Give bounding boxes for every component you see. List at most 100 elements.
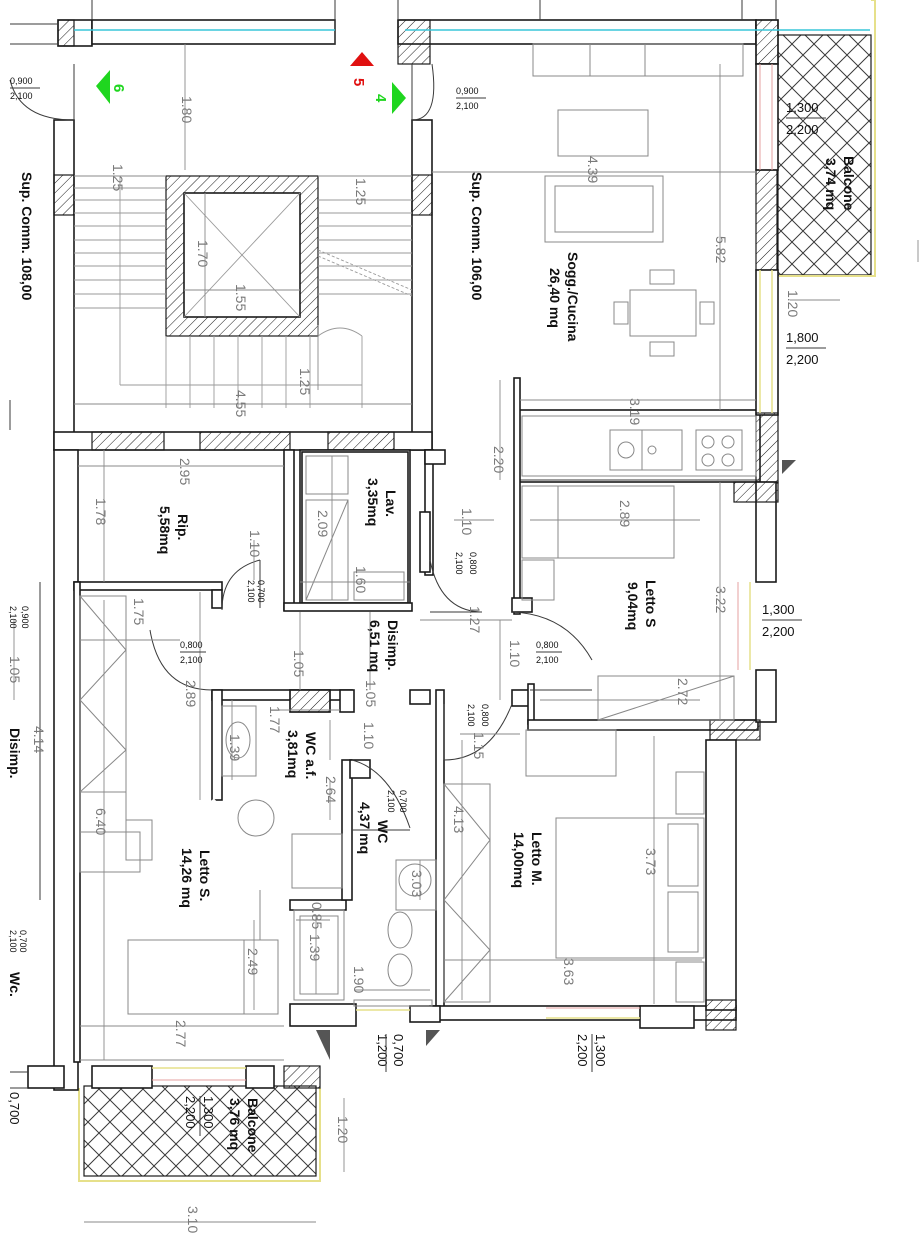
win-label: 0,700 [391, 1034, 406, 1067]
dim-label: 3.22 [713, 586, 729, 613]
balcone-top-name: Balcone [841, 156, 857, 211]
door-label: 0,800 [468, 552, 478, 575]
dim-label: 1.78 [93, 498, 109, 525]
letto-s-right-area: 9,04mq [625, 582, 641, 630]
letto-s-right-furniture [521, 485, 735, 721]
dim-label: 1.55 [233, 284, 249, 311]
win-label: 0,900 [10, 76, 33, 86]
dim-label: 2.49 [245, 948, 261, 975]
door-label: 0,700 [18, 930, 28, 953]
win-label: 0,900 [20, 606, 30, 629]
dim-label: 6.40 [93, 808, 109, 835]
door-label: 2,100 [180, 655, 203, 665]
dim-label: 3.19 [627, 398, 643, 425]
dim-label: 1.25 [297, 368, 313, 395]
door-labels: 0,700 2,100 0,800 2,100 0,800 2,100 0,80… [8, 552, 562, 953]
win-label: 2,200 [786, 122, 819, 137]
balcone-bottom-name: Balcone [245, 1098, 261, 1153]
dim-label: 1.15 [471, 732, 487, 759]
dim-label: 4.39 [585, 156, 601, 183]
window-labels: 0,900 2,100 0,900 2,100 1,300 2,200 1,80… [10, 76, 826, 639]
win-label: 2,200 [183, 1096, 198, 1129]
letto-s-left-furniture [79, 595, 284, 1061]
dim-label: 5.82 [713, 236, 729, 263]
dim-label: 1.10 [459, 508, 475, 535]
door-label: 2,100 [466, 704, 476, 727]
wc-af-furniture [221, 705, 345, 1001]
door-label: 0,800 [180, 640, 203, 650]
dim-label: 2.77 [173, 1020, 189, 1047]
walls-top [10, 0, 779, 65]
dim-label: 3.03 [409, 870, 425, 897]
door-label: 0,800 [536, 640, 559, 650]
balcone-bottom-area: 3,76 mq [227, 1098, 243, 1150]
dim-label: 2.72 [675, 678, 691, 705]
windows [152, 64, 773, 1081]
lav-name: Lav. [383, 490, 399, 517]
win-label: 1,800 [786, 330, 819, 345]
sup-comm-right-label: Sup. Comm. 106,00 [469, 172, 485, 301]
door-swings [149, 559, 593, 831]
dim-label: 1.80 [179, 96, 195, 123]
dim-label: 1.39 [227, 734, 243, 761]
dim-label: 1.20 [335, 1116, 351, 1143]
dim-label: 1.20 [785, 290, 801, 317]
dimension-lines [13, 44, 919, 1223]
dim-label: 1.90 [351, 966, 367, 993]
room-labels: Sup. Comm. 108,00 Sup. Comm. 106,00 Sogg… [7, 156, 857, 1153]
win-label: 1,200 [375, 1034, 390, 1067]
win-label: 2,200 [575, 1034, 590, 1067]
dim-label: 1.05 [291, 650, 307, 677]
letto-m-furniture [443, 729, 705, 1003]
win-label: 1,300 [201, 1096, 216, 1129]
dim-label: 1.39 [307, 934, 323, 961]
dim-label: 1.70 [195, 240, 211, 267]
window-labels-bottom: 1,200 0,700 1,300 2,200 1,300 2,200 0,70… [7, 606, 608, 1136]
win-label: 2,200 [762, 624, 795, 639]
dim-label: 2.95 [177, 458, 193, 485]
soggiorno-name: Sogg./Cucina [565, 252, 581, 342]
dim-label: 3.73 [643, 848, 659, 875]
kitchen-counter [521, 415, 757, 477]
door-label: 0,700 [256, 580, 266, 603]
door-label: 2,100 [386, 790, 396, 813]
dim-label: 1.25 [110, 164, 126, 191]
marker-5: 5 [350, 78, 367, 86]
marker-4: 4 [372, 94, 389, 103]
dimension-labels: 1.80 1.25 1.25 1.70 1.55 1.25 4.55 4.39 … [7, 96, 801, 1233]
wc-furniture [353, 859, 437, 1007]
marker-labels: 6 5 4 [110, 78, 389, 103]
win-label: 2,100 [8, 606, 18, 629]
dim-label: 0.85 [309, 902, 325, 929]
dim-label: 1.60 [353, 566, 369, 593]
rip-name: Rip. [175, 514, 191, 540]
door-label: 0,800 [480, 704, 490, 727]
door-label: 2,100 [454, 552, 464, 575]
lav-area: 3,35mq [365, 478, 381, 526]
dim-label: 4.55 [233, 390, 249, 417]
balcone-top-area: 3,74 mq [823, 158, 839, 210]
win-label: 1,300 [593, 1034, 608, 1067]
win-label: 2,200 [786, 352, 819, 367]
stair-core [9, 63, 435, 451]
wc-af-name: WC a.f. [303, 732, 319, 779]
dim-label: 4.14 [31, 726, 47, 753]
soggiorno-furniture [532, 43, 744, 357]
dim-label: 1.10 [361, 722, 377, 749]
letto-s-left-area: 14,26 mq [179, 848, 195, 908]
win-label: 0,900 [456, 86, 479, 96]
dim-label: 2.20 [491, 446, 507, 473]
win-label: 1,300 [762, 602, 795, 617]
win-label: 1,300 [786, 100, 819, 115]
wc-name: WC [375, 820, 391, 843]
letto-s-right-name: Letto S [643, 580, 659, 627]
door-label: 2,100 [246, 580, 256, 603]
dim-label: 1.77 [267, 706, 283, 733]
door-label: 0,700 [398, 790, 408, 813]
dim-label: 1.05 [7, 656, 23, 683]
walls-left [9, 377, 779, 1091]
win-label: 2,100 [456, 101, 479, 111]
door-label: 2,100 [8, 930, 18, 953]
dim-label: 2.09 [315, 510, 331, 537]
dim-label: 1.25 [353, 178, 369, 205]
